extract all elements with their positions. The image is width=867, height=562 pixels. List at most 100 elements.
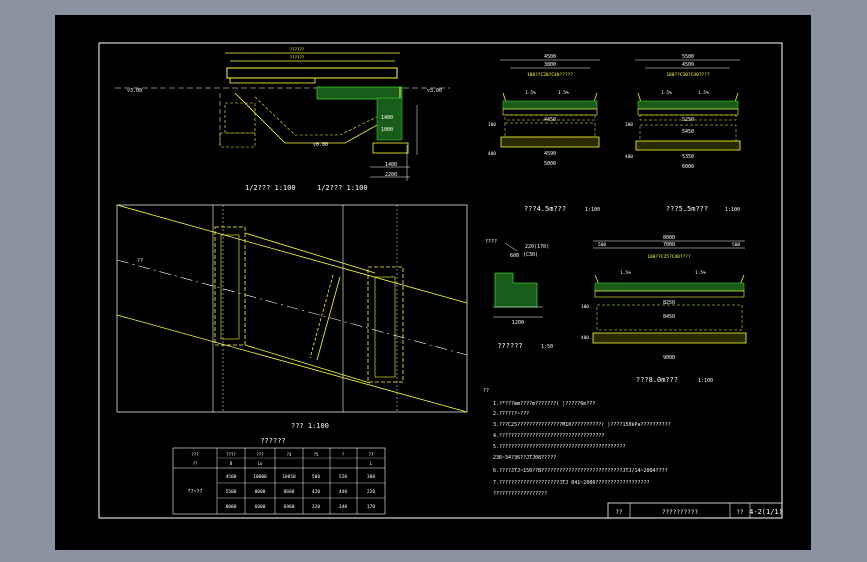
s55-dim-4: 6000 (682, 164, 694, 170)
table-cell: 170 (367, 504, 375, 510)
s45-dim-5: 400 (488, 151, 496, 157)
table-cell: 440 (339, 489, 347, 495)
bottom-level: ▽0.00 (313, 142, 328, 148)
table-subheader: ?? (193, 461, 198, 466)
s80-scale: 1:100 (698, 378, 713, 384)
note-item: ?????????????????? (493, 491, 547, 497)
s55-dim-3: 5350 (682, 154, 694, 160)
plan-view: ?? ??? 1:100 (116, 204, 468, 430)
detail-title: ?????? (497, 342, 522, 350)
bridge-elevation: ?????? ?????? ▽3.00 ▽3.00 ▽0.00 1400 220… (115, 47, 450, 192)
s45-scale: 1:100 (585, 207, 600, 213)
table-cell: 6000 (255, 504, 266, 510)
s45-inner-dim: 3800 (544, 62, 556, 68)
table-cell: 8000 (255, 489, 266, 495)
elevation-label-right: 1/2??? 1:100 (317, 184, 368, 192)
notes-block: ?? 1.?*???mm????m???????( )?????6m??? 2.… (483, 388, 671, 497)
elevation-dim-4: 1000 (381, 127, 393, 133)
s45-dim-1: 4450 (544, 117, 556, 123)
detail-tag: ???? (485, 239, 497, 245)
section-4-5m: 4500 3800 100??C20?C40????? 1.5% 1.5% 44… (488, 54, 600, 213)
note-item: 3.???C25???????????????M10??????????( )?… (493, 422, 671, 428)
title-block-c1: ?? (615, 509, 623, 516)
table-cell: 320 (312, 504, 320, 510)
s80-edge-left: 500 (598, 242, 606, 248)
s45-dim-4: 100 (488, 122, 496, 128)
s55-title: ???5.5m??? (666, 205, 708, 213)
section-5-5m: 5500 4500 100??C30?C40???? 1.5% 1.5% 525… (625, 54, 741, 213)
note-item: 236~34?36??JTJ08????? (493, 455, 556, 461)
detail-dim-3: (C30) (523, 252, 538, 258)
s45-slope-right: 1.5% (558, 90, 569, 96)
s55-slope-right: 1.5% (698, 90, 709, 96)
water-flow-label: ?? (137, 258, 143, 264)
table-cell: 420 (312, 489, 320, 495)
s45-dim-3: 5000 (544, 161, 556, 167)
note-item: 4.??????????????????????????????????? (493, 433, 604, 439)
table-header: ?3 (287, 452, 292, 457)
s80-dim-1: 8250 (663, 300, 675, 306)
elevation-dim-2: 2200 (385, 172, 397, 178)
detail-dim-2: 220(170) (525, 244, 549, 250)
s80-note: 100??C25?C40???? (647, 254, 691, 260)
elevation-dim-1: 1400 (385, 162, 397, 168)
detail-dim-4: 1200 (512, 320, 524, 326)
s55-dim-6: 400 (625, 154, 633, 160)
s55-dim-2: 5450 (682, 129, 694, 135)
notes-header: ?? (483, 388, 489, 394)
s80-title: ???8.0m??? (636, 376, 678, 384)
note-item: 6.????JTJ~150??B????????????????????????… (493, 468, 668, 474)
parameter-table: ?????? ??? ???? ??? ?3 ?5 ? ?7 ?? B Lo L… (172, 437, 386, 515)
table-cell: 4500 (226, 474, 237, 480)
drawing-viewport[interactable]: ?? ?????????? ?? 4-2(1/1) ?????? ?????? … (55, 15, 811, 550)
table-cell: 8000 (226, 504, 237, 510)
cad-drawing: ?? ?????????? ?? 4-2(1/1) ?????? ?????? … (98, 42, 783, 519)
table-cell: 520 (339, 474, 347, 480)
table-subheader: L (370, 461, 373, 466)
note-item: 7.????????????????????JTJ 041~2000??????… (493, 480, 650, 486)
s80-dim-3: 9000 (663, 355, 675, 361)
s80-inner-dim: 7000 (663, 242, 675, 248)
plan-label: ??? 1:100 (291, 422, 329, 430)
s55-scale: 1:100 (725, 207, 740, 213)
table-header: ? (342, 452, 345, 457)
title-block-c2: ?????????? (662, 509, 699, 516)
table-cell: 380 (367, 474, 375, 480)
table-cell: 500 (312, 474, 320, 480)
s55-top-dim: 5500 (682, 54, 694, 60)
table-cell: 8600 (284, 489, 295, 495)
s55-inner-dim: 4500 (682, 62, 694, 68)
s55-dim-5: 100 (625, 122, 633, 128)
right-water-level: ▽3.00 (427, 88, 442, 94)
table-subheader: B (230, 461, 233, 466)
s80-dim-2: 8450 (663, 314, 675, 320)
table-header: ???? (226, 452, 236, 457)
s55-dim-1: 5250 (682, 117, 694, 123)
elevation-dim-top2: ?????? (290, 55, 305, 60)
table-cell: 10850 (282, 474, 296, 480)
detail-scale: 1:50 (541, 344, 553, 350)
note-item: 2.??????~??? (493, 411, 529, 417)
title-block: ?? ?????????? ?? 4-2(1/1) (607, 502, 783, 519)
table-header: ?5 (314, 452, 319, 457)
s80-slope-left: 1.5% (620, 270, 631, 276)
detail-view: ???? 600 220(170) (C30) 1200 ?????? 1:50 (485, 239, 553, 350)
s80-dim-5: 400 (581, 335, 589, 341)
elevation-dim-3: 1400 (381, 115, 393, 121)
table-header: ?7 (369, 452, 374, 457)
s45-note: 100??C20?C40????? (527, 72, 573, 78)
s80-slope-right: 1.5% (695, 270, 706, 276)
s45-dim-2: 4590 (544, 151, 556, 157)
table-cell: 6900 (284, 504, 295, 510)
table-header: ??? (256, 452, 264, 457)
s55-note: 100??C30?C40???? (666, 72, 710, 78)
table-cell: 220 (367, 489, 375, 495)
s45-top-dim: 4500 (544, 54, 556, 60)
s45-title: ???4.5m??? (524, 205, 566, 213)
s55-slope-left: 1.5% (661, 90, 672, 96)
section-8-0m: 8000 7000 500 500 100??C25?C40???? 1.5% … (581, 235, 747, 384)
title-block-c3: ?? (736, 509, 744, 516)
table-cell: 340 (339, 504, 347, 510)
detail-dim-1: 600 (510, 253, 519, 259)
table-subheader: Lo (258, 461, 263, 466)
